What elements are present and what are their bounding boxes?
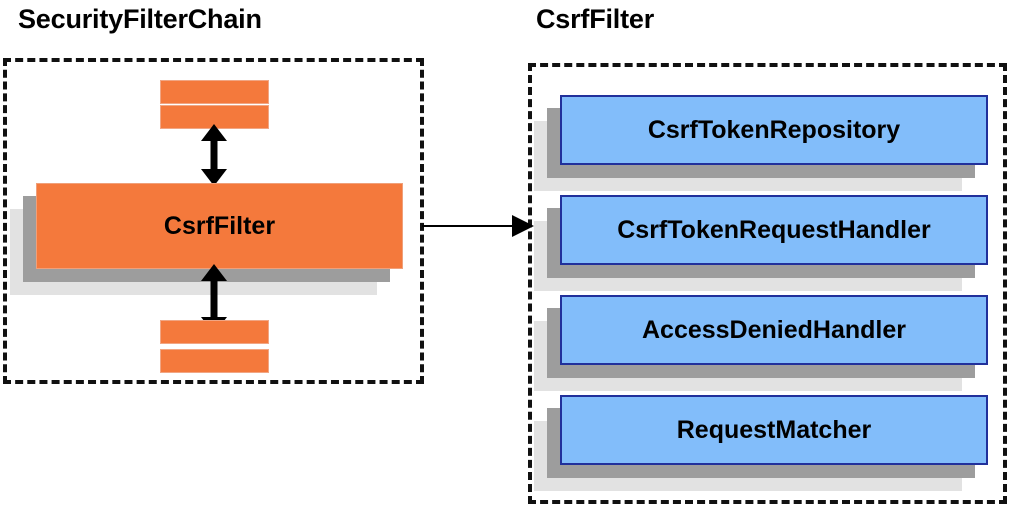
lower-filter-bar-1 xyxy=(160,320,269,344)
component-node-label: CsrfTokenRequestHandler xyxy=(560,195,988,265)
arrowhead-up-icon xyxy=(201,124,227,141)
page-title-csrffilter: CsrfFilter xyxy=(536,4,655,34)
component-node-accessdeniedhandler[interactable]: AccessDeniedHandler xyxy=(534,295,988,391)
securityfilterchain-to-csrffilter-arrow xyxy=(422,215,534,237)
arrow-shaft xyxy=(210,137,218,173)
component-node-csrftokenrequesthandler[interactable]: CsrfTokenRequestHandler xyxy=(534,195,988,291)
lower-filter-bar-2 xyxy=(160,349,269,373)
csrffilter-node-label: CsrfFilter xyxy=(36,183,403,269)
component-node-label: CsrfTokenRepository xyxy=(560,95,988,165)
arrowhead-down-icon xyxy=(201,169,227,186)
page-title-securityfilterchain: SecurityFilterChain xyxy=(18,4,262,34)
arrow-up-down-above-csrffilter xyxy=(201,124,227,186)
component-node-requestmatcher[interactable]: RequestMatcher xyxy=(534,395,988,491)
csrffilter-node[interactable]: CsrfFilter xyxy=(10,183,403,295)
csrffilter-panel xyxy=(528,63,1007,504)
securityfilterchain-panel xyxy=(3,58,424,384)
arrowhead-right-icon xyxy=(512,215,534,237)
arrowhead-up-icon xyxy=(201,264,227,281)
component-node-label: AccessDeniedHandler xyxy=(560,295,988,365)
arrow-shaft xyxy=(422,225,514,227)
arrow-shaft xyxy=(210,277,218,321)
component-node-csrftokenrepository[interactable]: CsrfTokenRepository xyxy=(534,95,988,191)
component-node-label: RequestMatcher xyxy=(560,395,988,465)
upper-filter-bar-1 xyxy=(160,80,269,104)
